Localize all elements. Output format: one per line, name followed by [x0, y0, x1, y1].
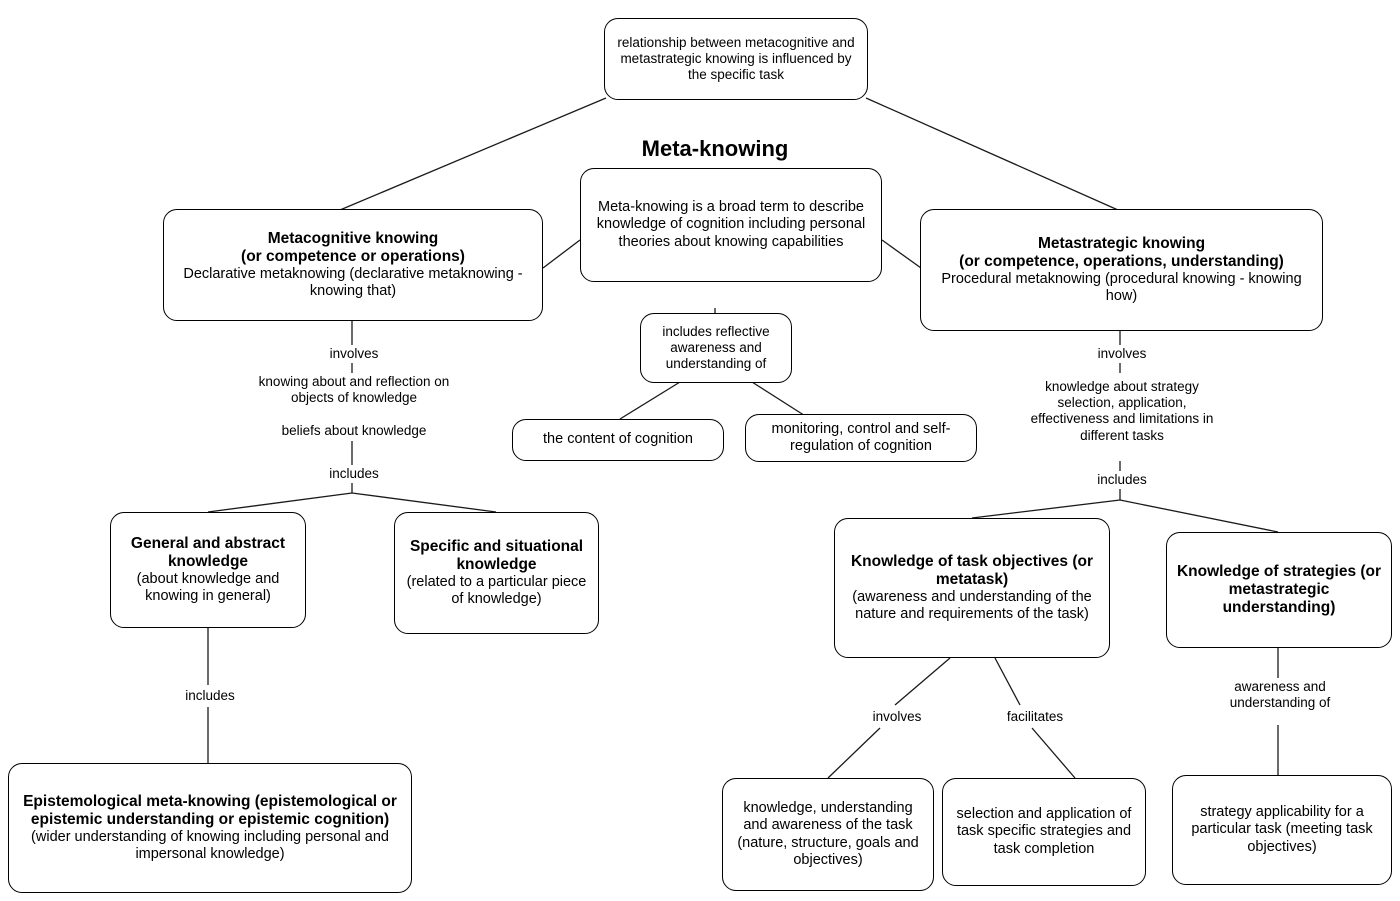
node-metacognitive-title-line1: Metacognitive knowing [267, 229, 439, 247]
node-task-selection-text: selection and application of task specif… [956, 806, 1132, 857]
node-metacognitive-knowing[interactable]: Metacognitive knowing (or competence or … [163, 209, 543, 321]
node-epistemological-title: Epistemological meta-knowing (epistemolo… [23, 792, 397, 828]
node-specific-situational-subtitle: (related to a particular piece of knowle… [406, 574, 587, 608]
node-specific-situational-title: Specific and situational knowledge [409, 537, 584, 573]
node-monitoring-control-text: monitoring, control and self-regulation … [771, 420, 951, 454]
node-strategy-applicability[interactable]: strategy applicability for a particular … [1172, 775, 1392, 885]
node-general-abstract-title: General and abstract knowledge [130, 534, 286, 570]
node-top-task[interactable]: relationship between metacognitive and m… [604, 18, 868, 100]
node-specific-situational-knowledge[interactable]: Specific and situational knowledge (rela… [394, 512, 599, 634]
node-task-knowledge-text: knowledge, understanding and awareness o… [737, 800, 919, 868]
edge-label-task-facilitates: facilitates [978, 709, 1092, 726]
node-task-selection-application[interactable]: selection and application of task specif… [942, 778, 1146, 886]
page-title: Meta-knowing [641, 136, 789, 161]
edge-label-left-knowing-about: knowing about and reflection on objects … [237, 374, 471, 407]
node-task-knowledge[interactable]: knowledge, understanding and awareness o… [722, 778, 934, 891]
edge-label-right-knowledge-about: knowledge about strategy selection, appl… [1020, 379, 1224, 444]
node-top-task-text: relationship between metacognitive and m… [617, 35, 855, 82]
node-reflective-awareness-text: includes reflective awareness and unders… [662, 324, 770, 371]
node-metastrategic-subtitle: Procedural metaknowing (procedural knowi… [941, 271, 1302, 305]
node-task-objectives-subtitle: (awareness and understanding of the natu… [852, 589, 1092, 623]
node-metastrategic-knowing[interactable]: Metastrategic knowing (or competence, op… [920, 209, 1323, 331]
node-knowledge-of-strategies[interactable]: Knowledge of strategies (or metastrategi… [1166, 532, 1392, 648]
node-knowledge-task-objectives[interactable]: Knowledge of task objectives (or metatas… [834, 518, 1110, 658]
edge-label-task-involves: involves [845, 709, 949, 726]
node-content-of-cognition-text: the content of cognition [543, 431, 693, 448]
edge-label-strategies-awareness: awareness and understanding of [1218, 679, 1342, 712]
node-center-definition-text: Meta-knowing is a broad term to describe… [596, 199, 866, 250]
edge-label-left-involves: involves [302, 346, 406, 363]
node-reflective-awareness[interactable]: includes reflective awareness and unders… [640, 313, 792, 383]
node-content-of-cognition[interactable]: the content of cognition [512, 419, 724, 461]
node-general-abstract-knowledge[interactable]: General and abstract knowledge (about kn… [110, 512, 306, 628]
node-general-abstract-subtitle: (about knowledge and knowing in general) [136, 571, 280, 605]
node-monitoring-control[interactable]: monitoring, control and self-regulation … [745, 414, 977, 462]
node-metastrategic-title-line2: (or competence, operations, understandin… [959, 252, 1284, 270]
node-epistemological-meta-knowing[interactable]: Epistemological meta-knowing (epistemolo… [8, 763, 412, 893]
edge-label-left-includes-2: includes [158, 688, 262, 705]
edge-label-left-beliefs: beliefs about knowledge [262, 423, 446, 440]
node-epistemological-subtitle: (wider understanding of knowing includin… [31, 829, 389, 863]
edge-label-right-includes: includes [1070, 472, 1174, 489]
edge-label-left-includes: includes [302, 466, 406, 483]
node-knowledge-strategies-title: Knowledge of strategies (or metastrategi… [1176, 562, 1382, 617]
node-task-objectives-title: Knowledge of task objectives (or metatas… [850, 552, 1094, 588]
node-metacognitive-subtitle: Declarative metaknowing (declarative met… [183, 266, 523, 300]
node-metastrategic-title-line1: Metastrategic knowing [1037, 234, 1206, 252]
node-strategy-applicability-text: strategy applicability for a particular … [1191, 804, 1373, 855]
node-center-definition[interactable]: Meta-knowing is a broad term to describe… [580, 168, 882, 282]
edge-label-right-involves: involves [1070, 346, 1174, 363]
node-metacognitive-title-line2: (or competence or operations) [241, 247, 465, 265]
